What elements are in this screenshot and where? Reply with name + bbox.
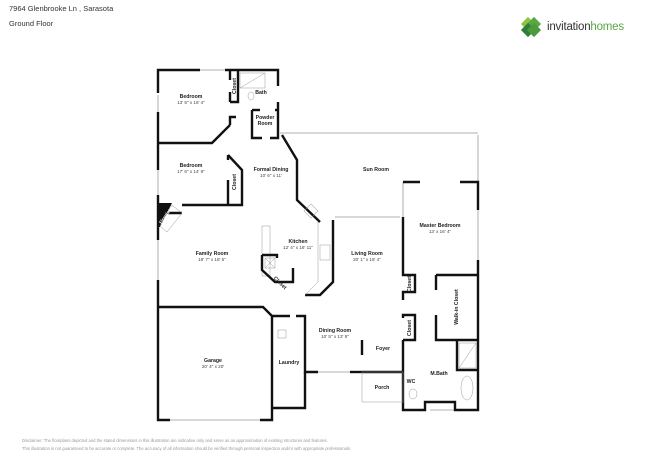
logo-text: invitationhomes [547,21,624,33]
room-garage-dims: 20' 4" x 20' [202,364,224,369]
room-living-room-label: Living Room [351,251,383,257]
room-bedroom-1-label: Bedroom [180,94,203,100]
room-bedroom-2-dims: 17' 6" x 14' 9" [177,169,205,174]
room-master-bedroom-dims: 13' x 16' 4" [429,229,452,234]
room-formal-dining-dims: 10' 6" x 11' [260,173,282,178]
logo-mark-icon [520,16,542,38]
room-powder-label-1: Powder [256,115,275,121]
room-dining-room-label: Dining Room [319,328,352,334]
room-living-room-dims: 20' 1" x 18' 4" [353,257,381,262]
address-title: 7964 Glenbrooke Ln , Sarasota [9,4,114,13]
room-kitchen-label: Kitchen [288,239,307,245]
closet-label: Closet [407,320,413,336]
room-garage-label: Garage [204,358,222,364]
room-bedroom-2-label: Bedroom [180,163,203,169]
invitation-homes-logo: invitationhomes [519,15,624,39]
room-dining-room-dims: 10' 5" x 13' 9" [321,334,349,339]
room-formal-dining-label: Formal Dining [254,167,289,173]
room-walk-in-closet-label: Walk-in Closet [454,289,460,325]
room-bedroom-1-dims: 13' 5" x 16' 4" [177,100,205,105]
room-bath-label: Bath [255,90,267,96]
room-laundry-label: Laundry [279,360,300,366]
closet-label: Closet [232,174,238,190]
disclaimer-line-1: Disclaimer: The floorplans depicted and … [22,438,328,443]
disclaimer-line-2: This illustration is not guaranteed to b… [22,446,352,451]
room-porch-label: Porch [375,385,390,391]
room-family-room-dims: 18' 7" x 18' 5" [198,257,226,262]
room-master-bedroom-label: Master Bedroom [420,223,461,229]
room-foyer-label: Foyer [376,346,390,352]
room-wc-label: WC [407,379,416,385]
closet-label: Closet [232,78,238,94]
floor-label: Ground Floor [9,19,54,28]
fixtures [158,72,477,403]
closet-label: Closet [272,276,288,292]
room-family-room-label: Family Room [196,251,229,257]
closet-label: Closet [407,276,413,292]
room-sun-room-label: Sun Room [363,167,389,173]
room-m-bath-label: M.Bath [430,371,447,377]
windows [157,69,479,421]
room-powder-label-2: Room [258,121,273,127]
room-kitchen-dims: 12' 4" x 16' 11" [283,245,313,250]
